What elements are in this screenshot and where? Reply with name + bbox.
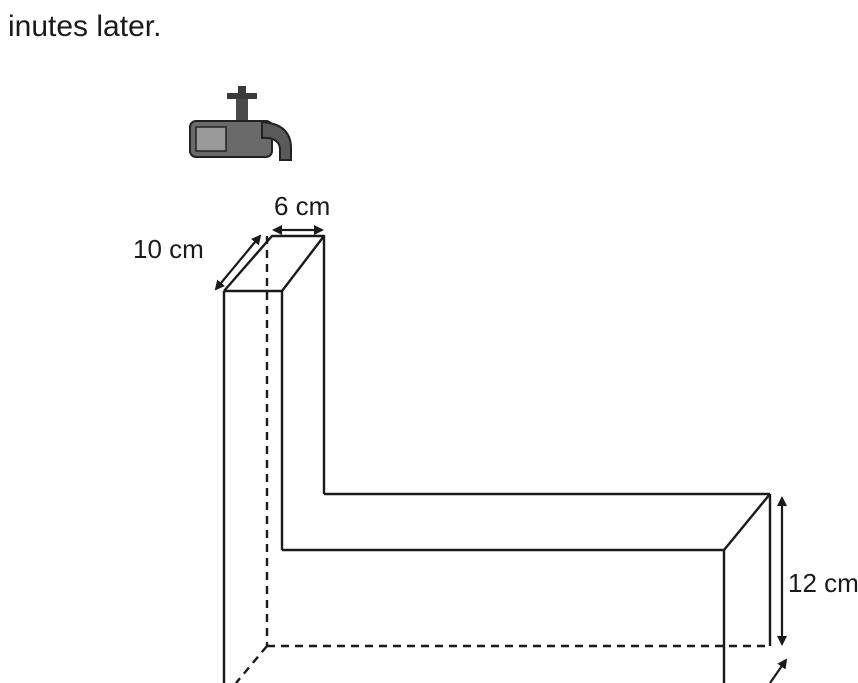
water-tap-icon (189, 86, 293, 161)
l-shaped-prism (222, 234, 772, 683)
dimension-arm-height: 12 cm (777, 496, 858, 646)
hidden-edges (235, 236, 770, 683)
hidden-bottom-diagonal-edge (235, 645, 268, 683)
dimension-arm-depth-partial (769, 658, 788, 683)
arm-end-top-edge (723, 493, 771, 551)
column-top-face (223, 234, 326, 293)
dimension-top-width: 6 cm (272, 191, 330, 235)
top-depth-arrow (214, 234, 262, 291)
top-depth-label: 10 cm (133, 234, 204, 264)
top-width-label: 6 cm (274, 191, 330, 221)
question-text: inutes later. (8, 10, 161, 43)
arm-height-label: 12 cm (788, 568, 858, 598)
arm-depth-arrow (769, 658, 788, 683)
dimension-top-depth: 10 cm (133, 234, 262, 291)
